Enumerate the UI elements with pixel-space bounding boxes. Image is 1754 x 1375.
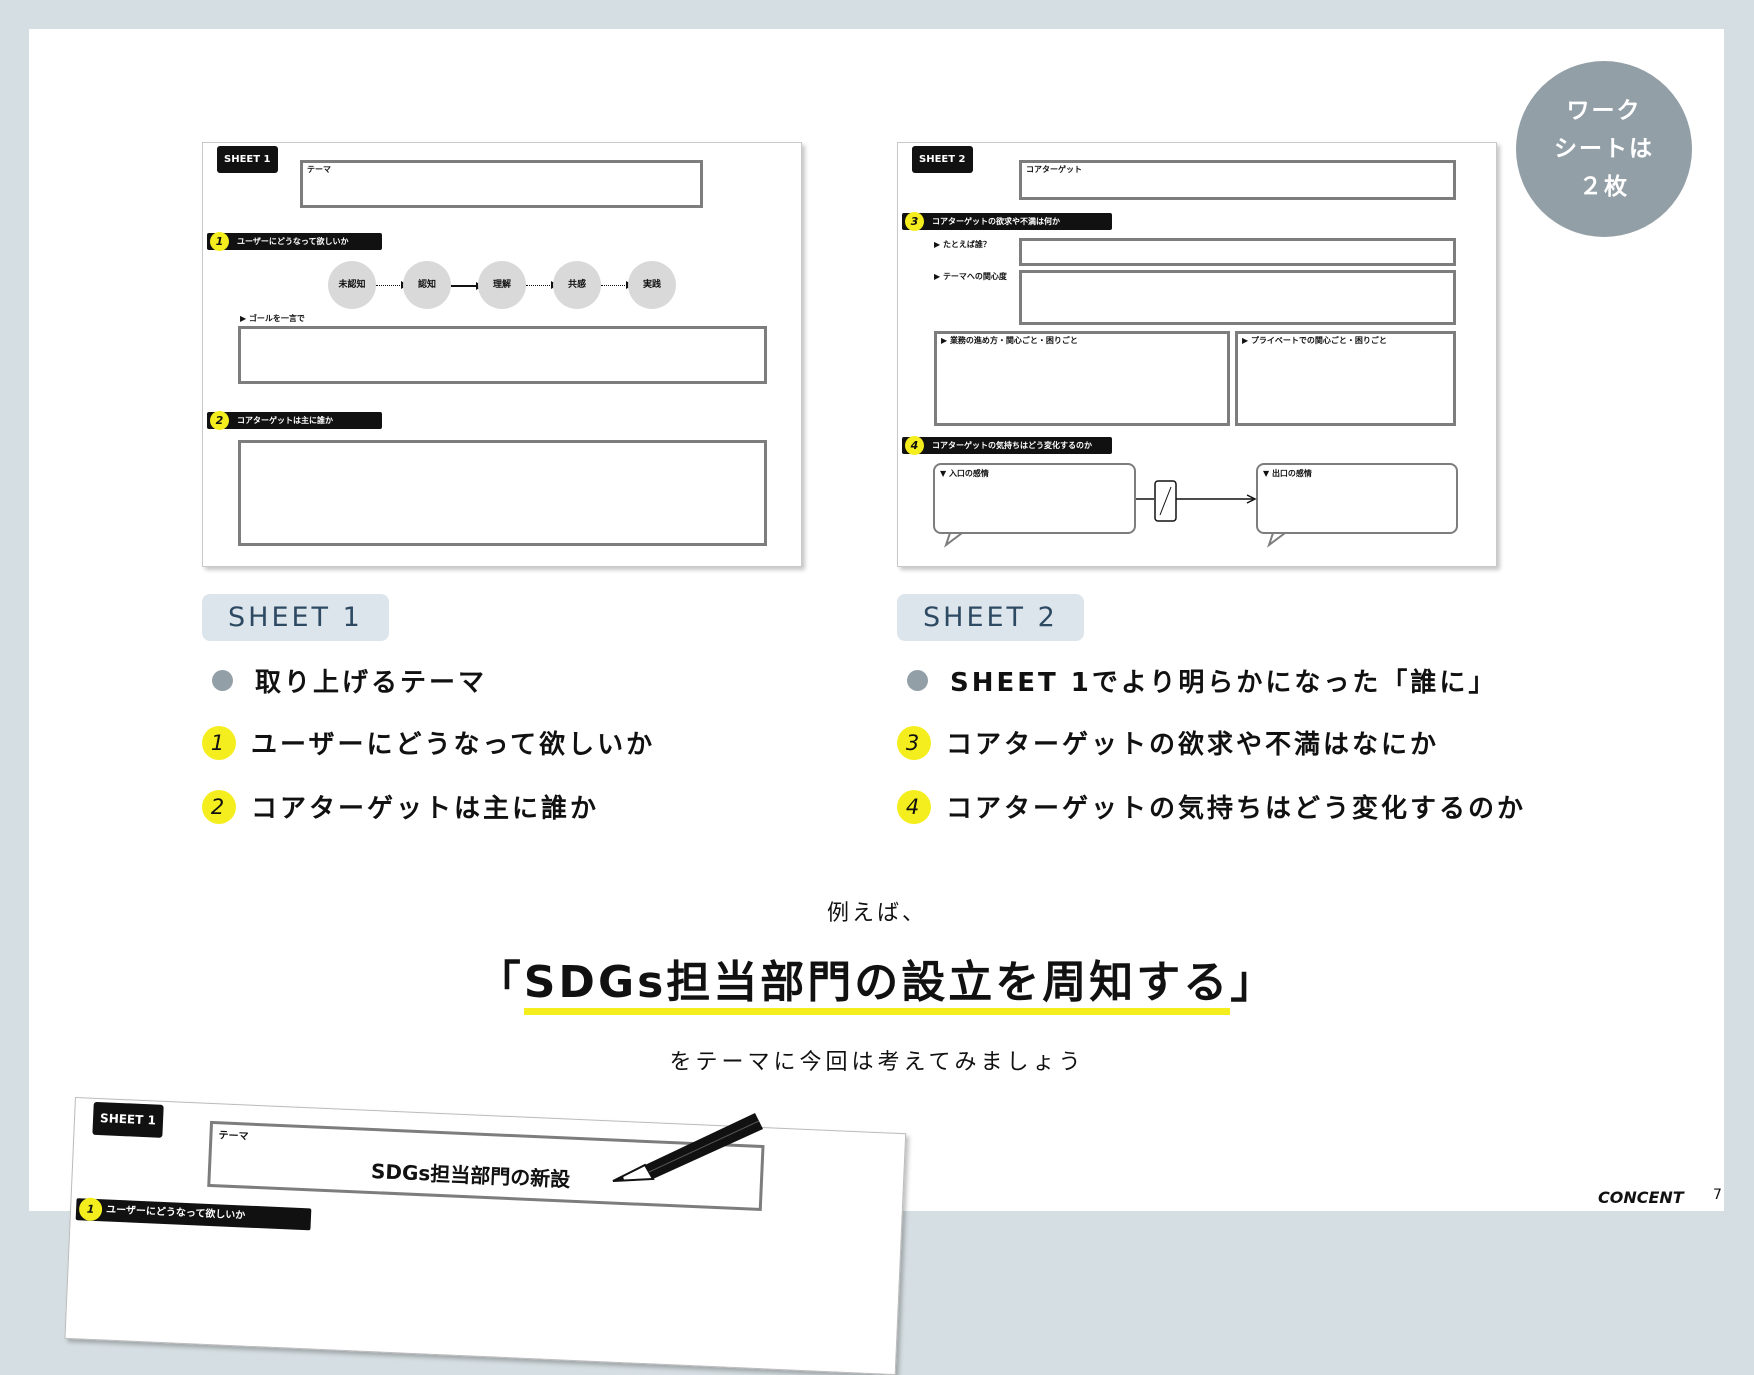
section1-bar: ユーザーにどうなって欲しいか [207, 233, 382, 250]
sheet1-item-2: 2 コアターゲットは主に誰か [202, 788, 599, 825]
theme-label: テーマ [307, 165, 331, 174]
number-1-icon: 1 [202, 725, 236, 760]
example-theme-value: SDGs担当部門の新設 [370, 1158, 571, 1192]
sheet1-item-2-text: コアターゲットは主に誰か [251, 794, 600, 824]
sheet1-item-1-text: ユーザーにどうなって欲しいか [251, 730, 656, 760]
number-4-icon: 4 [897, 789, 931, 824]
sheet1-thumbnail: SHEET 1 テーマ ユーザーにどうなって欲しいか 1 未認知 認知 理解 共… [202, 142, 802, 567]
interest-box [1019, 270, 1456, 325]
headline-open-bracket: 「 [476, 957, 524, 1008]
sheet1-item-1: 1 ユーザーにどうなって欲しいか [202, 724, 655, 761]
core-target-name-box: コアターゲット [1019, 160, 1456, 200]
example-section1-title: ユーザーにどうなって欲しいか [105, 1204, 246, 1222]
footer-brand-logo: CONCENT [1598, 1188, 1684, 1207]
example-outro: をテーマに今回は考えてみましょう [669, 1050, 1085, 1075]
number-2-icon: 2 [202, 789, 236, 824]
section2-bar: コアターゲットは主に誰か [207, 412, 382, 429]
section3-number: 3 [905, 212, 924, 231]
badge-line-2: シートは [1554, 136, 1654, 162]
flow-arrow-3 [526, 281, 558, 289]
example-section1-bar: ユーザーにどうなって欲しいか [75, 1198, 312, 1231]
private-concerns-box: ▶ プライベートでの関心ごと・困りごと [1235, 331, 1456, 426]
theme-box: テーマ [300, 160, 703, 208]
example-intro: 例えば、 [826, 901, 927, 926]
badge-line-3: ２枚 [1579, 174, 1629, 200]
sheet1-item-theme: 取り上げるテーマ [202, 662, 487, 699]
sheet1-tag: SHEET 1 [217, 146, 278, 173]
badge-line-1: ワーク [1566, 98, 1642, 124]
flow-step-3: 理解 [478, 261, 526, 309]
flow-step-2: 認知 [403, 261, 451, 309]
sheet2-item-who-text: SHEET 1でより明らかになった「誰に」 [950, 668, 1498, 698]
goal-label: ▶ ゴールを一言で [240, 314, 305, 323]
entry-emotion-bubble: ▼ 入口の感情 [933, 463, 1136, 534]
example-sheet-tag: SHEET 1 [92, 1101, 164, 1138]
interest-label: ▶ テーマへの関心度 [934, 272, 1007, 281]
example-sheet-photo: SHEET 1 テーマ SDGs担当部門の新設 ユーザーにどうなって欲しいか 1 [64, 1097, 907, 1375]
section4-bar: コアターゲットの気持ちはどう変化するのか [902, 437, 1112, 454]
core-target-box [238, 440, 767, 546]
example-label: ▶ たとえば誰？ [934, 240, 991, 249]
sheet1-label: SHEET 1 [202, 594, 389, 641]
section2-title: コアターゲットは主に誰か [237, 416, 333, 425]
sheet2-thumbnail: SHEET 2 コアターゲット コアターゲットの欲求や不満は何か 3 ▶ たとえ… [897, 142, 1497, 567]
section4-title: コアターゲットの気持ちはどう変化するのか [932, 441, 1092, 450]
example-theme-label: テーマ [218, 1130, 249, 1143]
work-concerns-label: ▶ 業務の進め方・関心ごと・困りごと [941, 336, 1078, 345]
flow-step-5: 実践 [628, 261, 676, 309]
goal-box [238, 326, 767, 384]
core-target-label: コアターゲット [1026, 165, 1082, 174]
section1-title: ユーザーにどうなって欲しいか [237, 237, 349, 246]
sheet2-item-3: 3 コアターゲットの欲求や不満はなにか [897, 724, 1439, 761]
sheet2-item-who: SHEET 1でより明らかになった「誰に」 [897, 662, 1497, 699]
sheet2-item-3-text: コアターゲットの欲求や不満はなにか [946, 730, 1440, 760]
work-concerns-box: ▶ 業務の進め方・関心ごと・困りごと [934, 331, 1230, 426]
sheet2-label: SHEET 2 [897, 594, 1084, 641]
page-number: 7 [1713, 1187, 1722, 1203]
section2-number: 2 [210, 411, 229, 430]
flow-arrow-2 [451, 282, 483, 290]
worksheet-count-badge: ワーク シートは ２枚 [1516, 61, 1692, 237]
flow-step-4: 共感 [553, 261, 601, 309]
sheet2-item-4-text: コアターゲットの気持ちはどう変化するのか [946, 794, 1527, 824]
headline-text: SDGs担当部門の設立を周知する [523, 957, 1231, 1015]
headline-close-bracket: 」 [1230, 957, 1278, 1008]
example-box [1019, 238, 1456, 266]
exit-emotion-label: ▼ 出口の感情 [1263, 469, 1312, 478]
gray-bullet-icon [907, 670, 928, 691]
section4-number: 4 [905, 436, 924, 455]
sheet1-item-theme-text: 取り上げるテーマ [255, 668, 488, 698]
private-concerns-label: ▶ プライベートでの関心ごと・困りごと [1242, 336, 1387, 345]
flow-arrow-4 [601, 281, 633, 289]
entry-emotion-label: ▼ 入口の感情 [940, 469, 989, 478]
number-3-icon: 3 [897, 725, 931, 760]
sheet2-item-4: 4 コアターゲットの気持ちはどう変化するのか [897, 788, 1526, 825]
flow-step-1: 未認知 [328, 261, 376, 309]
flow-arrow-1 [376, 281, 408, 289]
exit-emotion-bubble: ▼ 出口の感情 [1256, 463, 1458, 534]
example-headline: 「SDGs担当部門の設立を周知する」 [0, 946, 1754, 1015]
section1-number: 1 [210, 232, 229, 251]
section3-bar: コアターゲットの欲求や不満は何か [902, 213, 1112, 230]
pencil-icon [612, 1113, 763, 1182]
sheet2-tag: SHEET 2 [912, 146, 973, 173]
gray-bullet-icon [212, 670, 233, 691]
section3-title: コアターゲットの欲求や不満は何か [932, 217, 1060, 226]
